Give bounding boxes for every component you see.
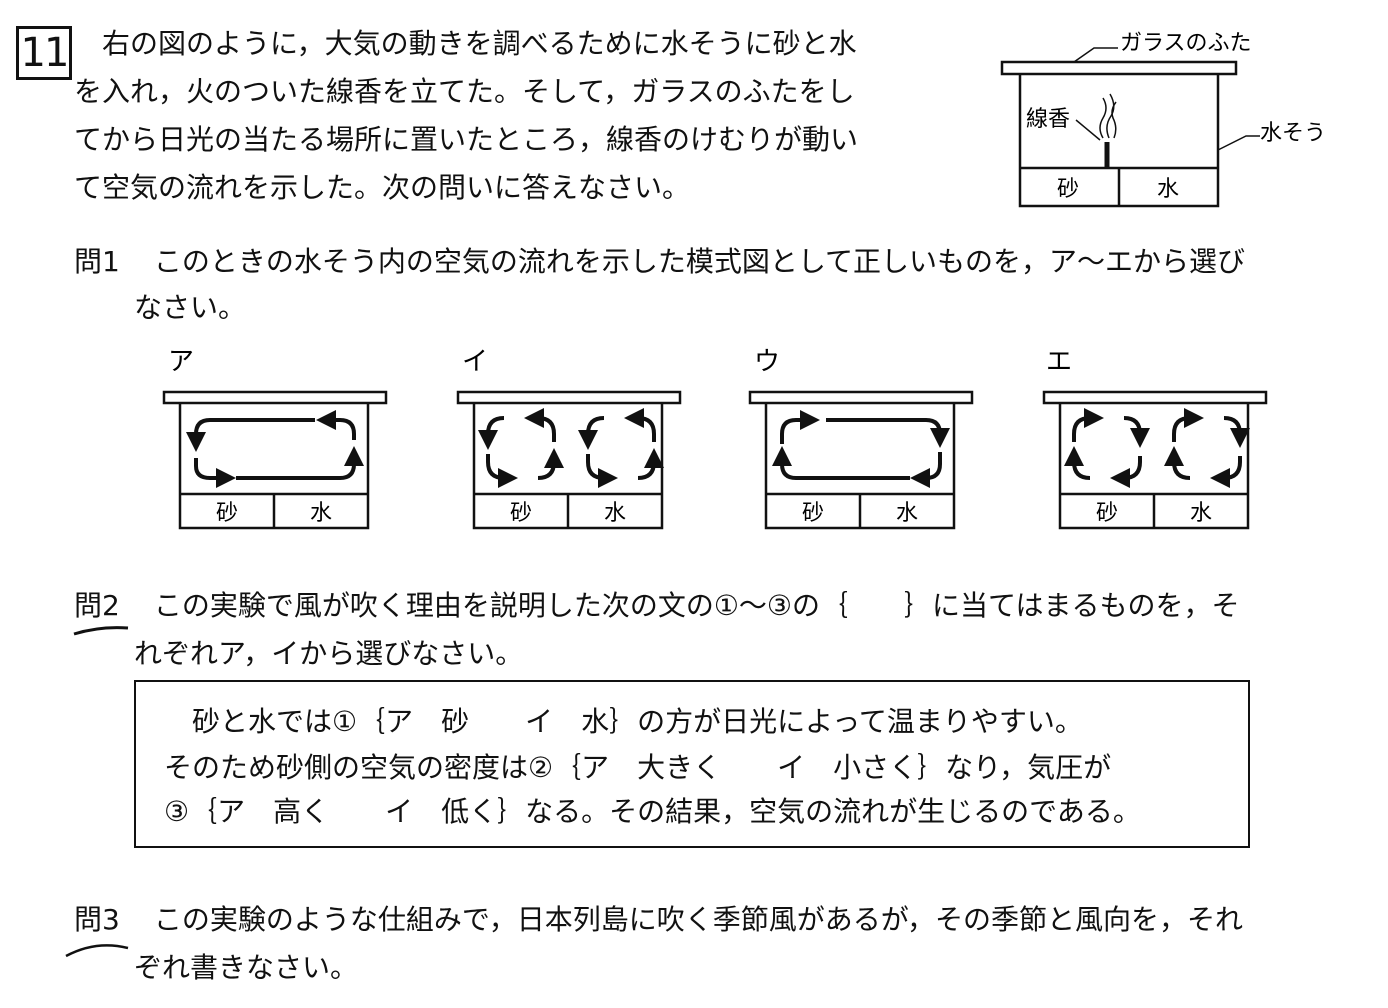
intro-text: 右の図のように，大気の動きを調べるために水そうに砂と水: [102, 20, 857, 68]
q3-label: 問3: [74, 903, 120, 936]
q3-text-cont: ぞれ書きなさい。: [134, 944, 358, 992]
box-line-1: 砂と水では①｛ア 砂 イ 水｝の方が日光によって温まりやすい。: [192, 705, 1083, 738]
option-i-water: 水: [604, 501, 626, 526]
option-e-sand: 砂: [1096, 501, 1118, 526]
setup-water-label: 水: [1157, 177, 1179, 202]
q2-underline-mark: [73, 626, 129, 636]
option-a-water: 水: [310, 501, 332, 526]
q2-statement-box: 砂と水では①｛ア 砂 イ 水｝の方が日光によって温まりやすい。 そのため砂側の空…: [134, 680, 1250, 848]
q2-text: 問2 この実験で風が吹く理由を説明した次の文の①～③の｛ ｝に当てはまるものを，そ: [74, 582, 1239, 630]
box-line-2: そのため砂側の空気の密度は②｛ア 大きく イ 小さく｝なり，気圧が: [164, 751, 1112, 784]
option-e-water: 水: [1190, 501, 1212, 526]
q2-line1: この実験で風が吹く理由を説明した次の文の①～③の｛ ｝に当てはまるものを，そ: [153, 589, 1240, 622]
option-u-water: 水: [896, 501, 918, 526]
q3-line1: この実験のような仕組みで，日本列島に吹く季節風があるが，その季節と風向を，それ: [153, 903, 1244, 936]
option-e-label: エ: [1046, 347, 1072, 377]
q3-text: 問3 この実験のような仕組みで，日本列島に吹く季節風があるが，その季節と風向を，そ…: [74, 896, 1243, 944]
setup-diagram: 砂 水 線香 ガラスのふた 水そう: [1000, 31, 1326, 208]
q3-line2: ぞれ書きなさい。: [134, 951, 359, 984]
intro-line: てから日光の当たる場所に置いたところ，線香のけむりが動い: [74, 123, 859, 156]
intro-line: 右の図のように，大気の動きを調べるために水そうに砂と水: [102, 27, 857, 60]
option-u-label: ウ: [754, 347, 780, 377]
option-a-sand: 砂: [216, 501, 238, 526]
q2-text-cont: れぞれア，イから選びなさい。: [134, 630, 523, 678]
box-line-3: ③｛ア 高く イ 低く｝なる。その結果，空気の流れが生じるのである。: [164, 795, 1141, 828]
option-i[interactable]: イ 砂 水: [456, 347, 682, 530]
q2-label: 問2: [74, 589, 120, 622]
lid-label: ガラスのふた: [1120, 31, 1252, 56]
q1-options: ア 砂 水 イ 砂 水 ウ 砂: [162, 347, 1268, 530]
q1-text-cont: なさい。: [134, 284, 246, 332]
option-e[interactable]: エ 砂 水: [1042, 347, 1268, 530]
q2-line2: れぞれア，イから選びなさい。: [134, 637, 524, 670]
q1-label: 問1: [74, 245, 120, 278]
problem-number: 11: [16, 26, 72, 80]
intro-text-cont: を入れ，火のついた線香を立てた。そして，ガラスのふたをし てから日光の当たる場所…: [74, 68, 858, 212]
q1-text: 問1 このときの水そう内の空気の流れを示した模式図として正しいものを，ア～エから選…: [74, 238, 1245, 286]
q1-line2: なさい。: [134, 291, 247, 324]
intro-line: て空気の流れを示した。次の問いに答えなさい。: [74, 171, 691, 204]
q3-underline-mark: [65, 944, 129, 958]
option-u-sand: 砂: [802, 501, 824, 526]
option-a-label: ア: [168, 347, 194, 377]
incense-label: 線香: [1026, 107, 1070, 132]
setup-sand-label: 砂: [1057, 177, 1079, 202]
tank-label: 水そう: [1260, 121, 1326, 146]
option-i-sand: 砂: [510, 501, 532, 526]
option-a[interactable]: ア 砂 水: [162, 347, 388, 530]
q1-line1: このときの水そう内の空気の流れを示した模式図として正しいものを，ア～エから選び: [153, 245, 1245, 278]
option-u[interactable]: ウ 砂 水: [748, 347, 974, 530]
intro-line: を入れ，火のついた線香を立てた。そして，ガラスのふたをし: [74, 75, 855, 108]
option-i-label: イ: [462, 347, 488, 377]
